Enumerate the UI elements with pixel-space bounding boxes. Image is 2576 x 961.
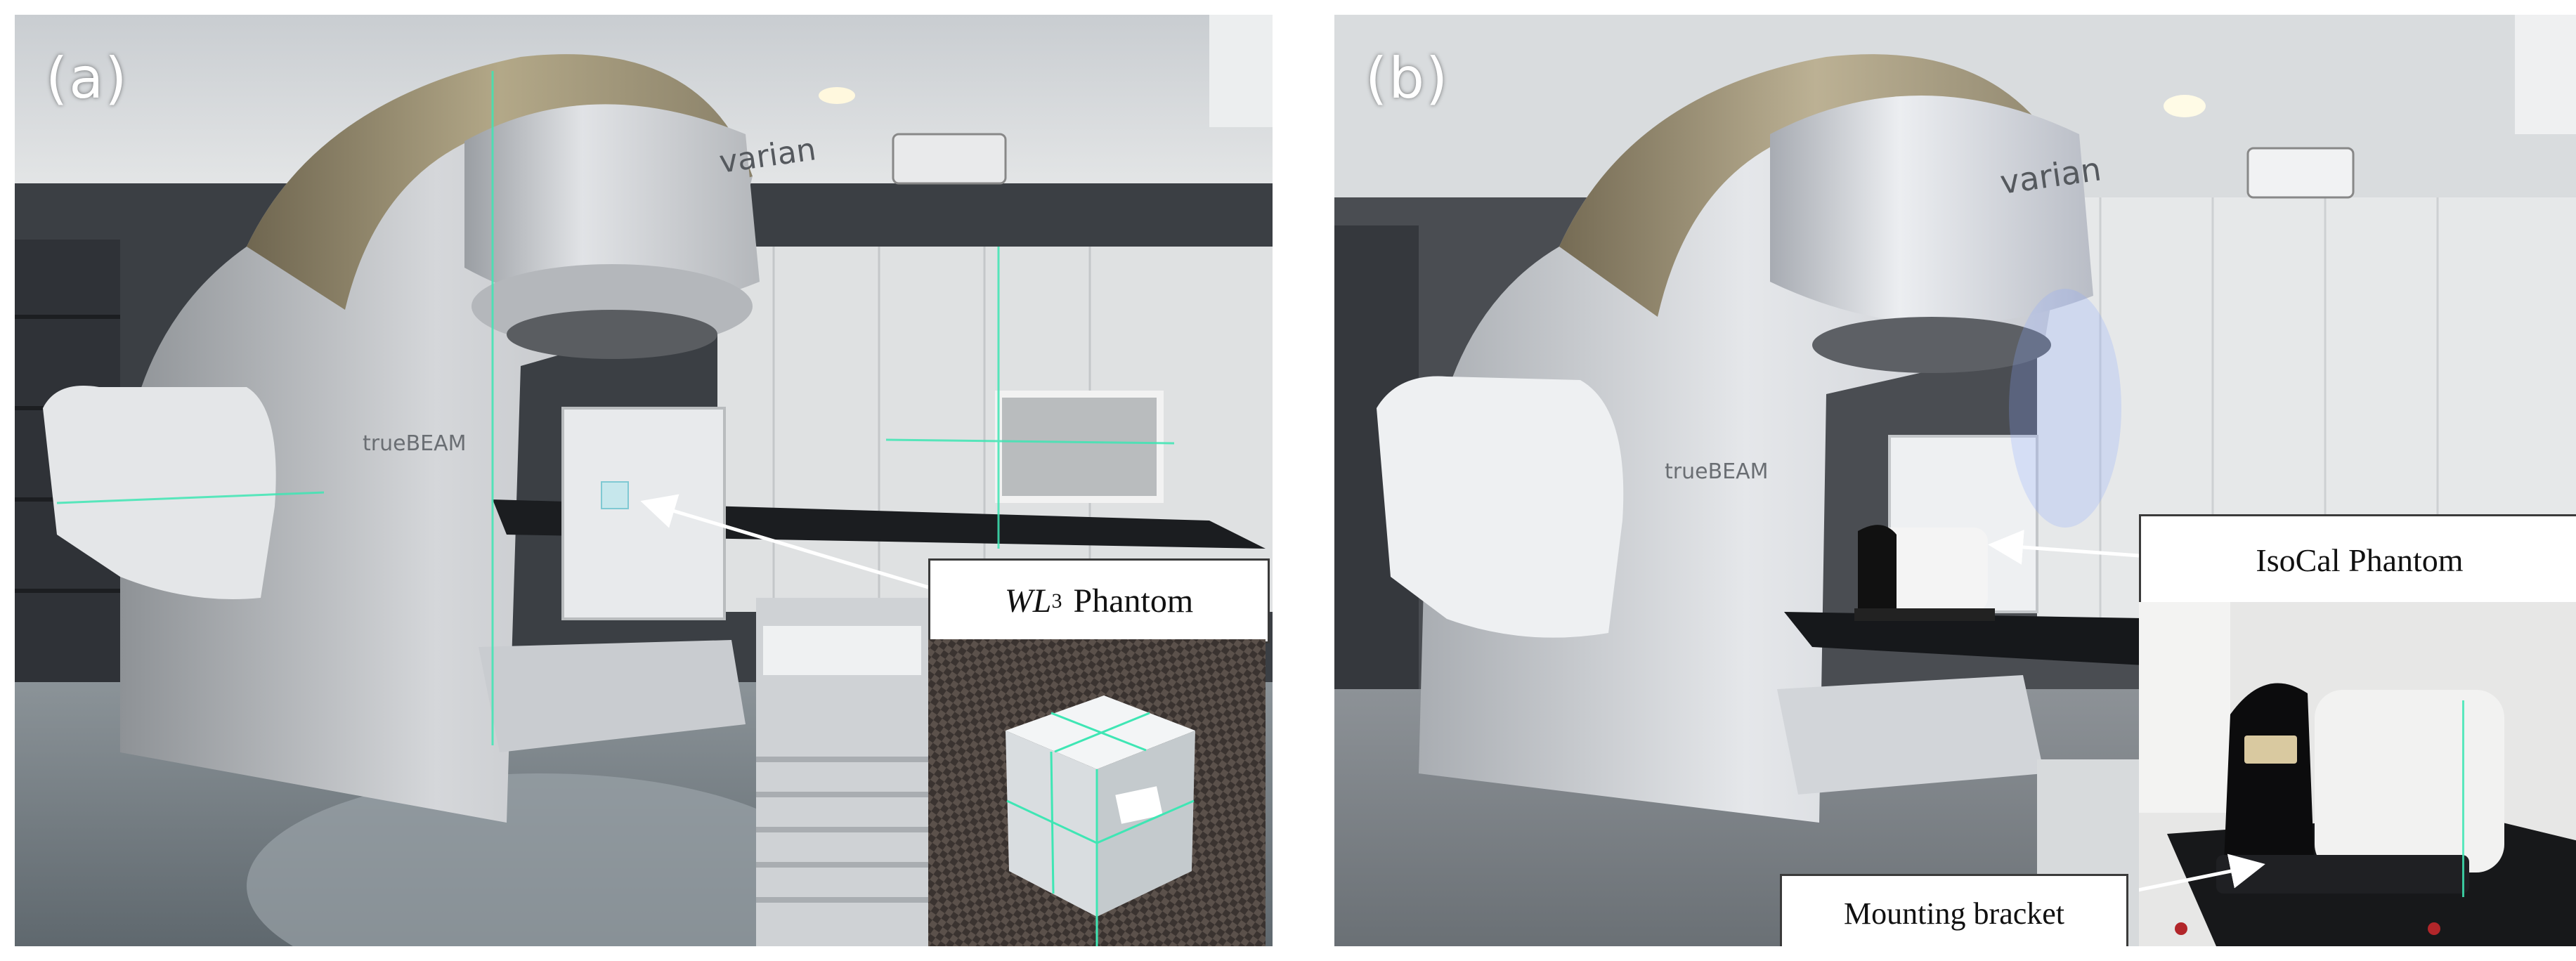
wl3-label-suffix: Phantom — [1073, 582, 1194, 620]
wl3-cube-closeup — [928, 639, 1266, 946]
isocal-closeup — [2139, 602, 2576, 946]
linac-room-photo-b: varian trueBEAM — [1334, 15, 2576, 946]
wl3-label-prefix: WL — [1004, 582, 1052, 620]
panel-label-a: (a) — [46, 46, 129, 111]
panel-b-photo: varian trueBEAM (b) IsoCal Phantom — [1334, 15, 2576, 946]
linac-room-photo-a: varian trueBEAM — [15, 15, 1273, 946]
truebeam-logo-a: trueBEAM — [363, 431, 467, 456]
truebeam-logo-b: trueBEAM — [1665, 459, 1769, 484]
wl3-phantom-inset-photo — [928, 639, 1266, 946]
wl3-label-superscript: 3 — [1051, 589, 1062, 613]
isocal-phantom-callout: IsoCal Phantom — [2139, 514, 2576, 606]
isocal-phantom-small — [1854, 525, 1995, 621]
panel-label-b: (b) — [1365, 46, 1450, 111]
isocal-phantom-inset-photo — [2139, 602, 2576, 946]
mounting-bracket-callout: Mounting bracket — [1780, 874, 2128, 946]
